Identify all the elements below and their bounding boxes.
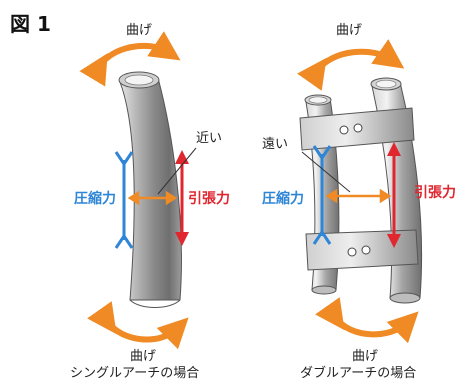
single-arch-tube xyxy=(118,71,182,308)
single-distance-leader xyxy=(157,147,197,195)
double-distance-label: 遠い xyxy=(262,137,289,152)
double-distance-leader xyxy=(301,151,351,193)
double-arch-top-clamp xyxy=(299,107,415,151)
single-bend-bottom-label: 曲げ xyxy=(130,349,157,364)
single-compression-label: 圧縮力 xyxy=(74,191,116,207)
double-caption: ダブルアーチの場合 xyxy=(300,366,417,381)
single-bend-top-arrow xyxy=(79,31,181,87)
single-distance-label: 近い xyxy=(196,131,223,146)
double-bend-top-arrow xyxy=(297,39,405,91)
double-compression-label: 圧縮力 xyxy=(262,191,304,207)
double-distance-arrow xyxy=(325,188,392,204)
single-bend-bottom-arrow xyxy=(87,301,189,350)
single-bend-top-label: 曲げ xyxy=(126,23,153,38)
double-bend-top-label: 曲げ xyxy=(336,23,363,38)
single-tension-label: 引張力 xyxy=(188,191,230,207)
double-bend-bottom-label: 曲げ xyxy=(352,349,379,364)
figure-label: 図 1 xyxy=(10,12,51,36)
single-distance-arrow xyxy=(127,190,178,206)
double-tension-label: 引張力 xyxy=(414,185,456,201)
double-bend-bottom-arrow xyxy=(315,297,419,344)
double-tension-arrow xyxy=(387,142,401,248)
double-compression-arrow xyxy=(312,145,332,245)
single-compression-arrow xyxy=(114,151,134,249)
single-caption: シングルアーチの場合 xyxy=(70,366,200,381)
